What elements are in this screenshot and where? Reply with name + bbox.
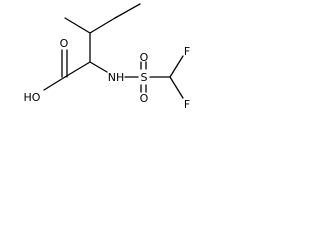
bond-c3-c4 (89, 17, 116, 34)
bond-chf2-f-bottom (169, 76, 184, 99)
sulfur-label: S (141, 71, 148, 84)
bond-chf2-f-top (169, 55, 184, 78)
bond-c3-ch3 (64, 17, 91, 34)
fluorine-top-label: F (184, 45, 190, 58)
sulfonyl-oxygen-top-label: O (140, 51, 149, 64)
bond-c2-n (89, 61, 108, 73)
hydroxyl-label: HO (24, 91, 41, 104)
carbonyl-oxygen-label: O (60, 37, 69, 50)
structure-diagram: HO O NH S O O F F (24, 3, 191, 111)
bond-c4-c5 (114, 3, 141, 19)
bond-c1-c2 (64, 61, 91, 78)
atom-labels: HO O NH S O O F F (24, 37, 191, 111)
bonds (43, 3, 184, 99)
fluorine-bottom-label: F (184, 98, 190, 111)
amine-label: NH (108, 71, 125, 84)
sulfonyl-oxygen-bottom-label: O (140, 92, 149, 105)
bond-c1-oh (43, 76, 66, 91)
